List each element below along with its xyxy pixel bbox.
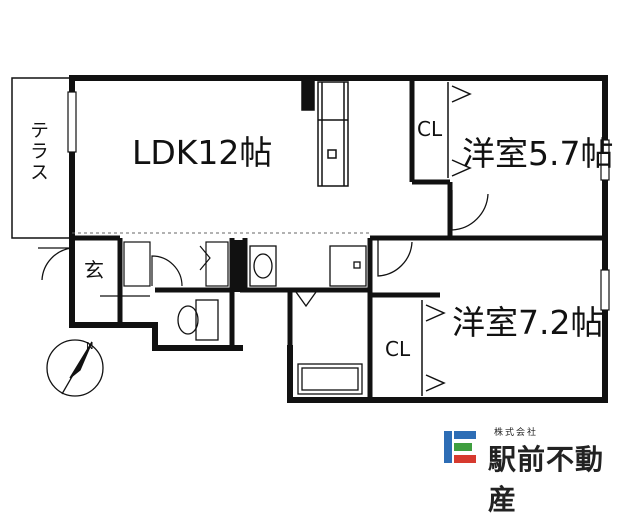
logo-icon	[444, 431, 476, 463]
floor-plan-drawing	[11, 75, 610, 403]
windows	[67, 91, 610, 311]
toilet	[177, 299, 219, 341]
company-type: 株式会社	[494, 428, 539, 438]
company-name: 駅前不動産	[488, 443, 605, 516]
company-logo: 株式会社 駅前不動産	[442, 423, 632, 516]
bathtub	[295, 291, 363, 395]
western-room2-label: 洋室7.2帖	[452, 303, 604, 342]
kitchen-counter	[301, 77, 349, 187]
western-room1-label: 洋室5.7帖	[462, 134, 614, 173]
wall-block	[232, 240, 244, 292]
closet2-label: CL	[385, 337, 411, 361]
entrance-label: 玄	[84, 258, 104, 282]
interior-walls	[72, 78, 605, 400]
door-western2	[377, 240, 413, 277]
hall-fixtures	[100, 241, 229, 297]
closet1	[447, 82, 472, 178]
closet2	[421, 300, 446, 396]
door-entrance	[38, 247, 73, 281]
washbasin	[249, 245, 367, 287]
closet1-label: CL	[417, 117, 443, 141]
compass-north-label: N	[86, 341, 94, 352]
door-western1	[451, 190, 489, 231]
compass-rose	[46, 339, 104, 397]
terrace-label: テラス	[27, 120, 49, 183]
ldk-label: LDK12帖	[132, 133, 273, 172]
